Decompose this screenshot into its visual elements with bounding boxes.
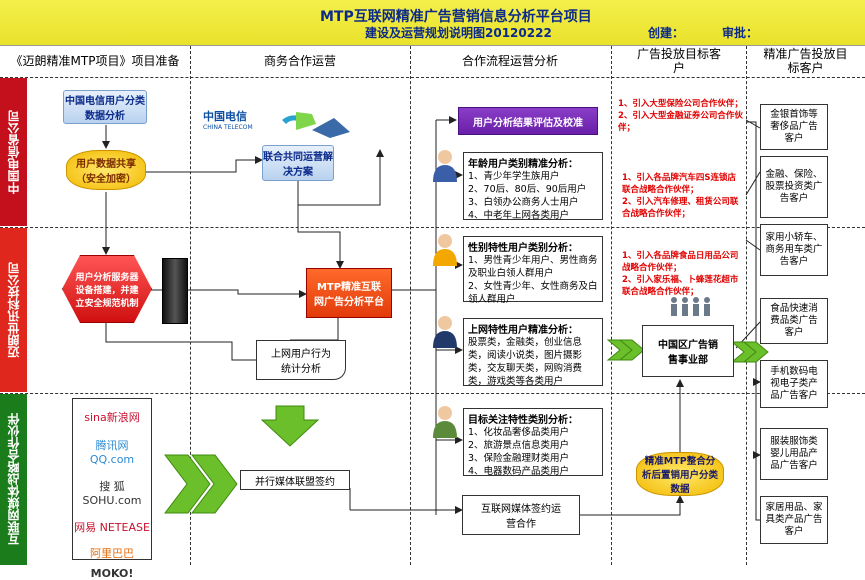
client-box: 服装服饰类婴儿用品产品广告客户 [760, 428, 828, 480]
diagram-title: MTP互联网精准广告营销信息分析平台项目 [320, 9, 592, 25]
chevron-small-4 [742, 341, 769, 363]
col-header-business: 商务合作运营 [263, 54, 336, 68]
telecom-logo-en: CHINA TELECOM [203, 124, 253, 131]
divider-col4 [746, 46, 747, 565]
client-box: 金融、保险、股票投资类广告客户 [760, 156, 828, 218]
created-label: 创建： [648, 26, 685, 40]
arrow-joint-to-platform [297, 180, 344, 269]
green-down-arrow [260, 405, 320, 447]
client-box: 手机数码电视电子类产品广告客户 [760, 360, 828, 408]
target-text: 2、引入家乐福、卜蜂莲花超市联合战略合作伙伴； [622, 275, 739, 297]
precise-mtp-box: 精准MTP整合分析后置销用户分类数据 [636, 452, 724, 496]
green-arrow-small [296, 112, 316, 130]
segment-interest-line: 4、电器数码产品类用户 [468, 466, 570, 477]
sohu-logo: 搜 狐 SOHU.com [82, 480, 142, 507]
segment-interest-line: 1、化妆品奢侈品类用户 [468, 427, 570, 438]
clients-spine [746, 121, 760, 521]
segment-gender-line: 2、女性青少年、女性商务及白领人群用户 [468, 281, 598, 305]
segment-age: 年龄用户类别精准分析： 1、青少年学生族用户 2、70后、80后、90后用户 3… [463, 152, 603, 221]
chevron-big-2 [190, 454, 238, 514]
region-dept-box: 中国区广告销售事业部 [642, 325, 734, 377]
china-telecom-logo: 中国电信 CHINA TELECOM [203, 108, 263, 138]
alibaba-logo: 阿里巴巴 [90, 547, 134, 560]
person-icon-2 [432, 232, 458, 270]
target-group-2: 1、引入各品牌汽车四S连锁店联合战略合作伙伴； 2、引入汽车修理、租赁公司联合战… [622, 172, 744, 220]
segment-age-line: 4、中老年上网各类用户 [468, 210, 570, 221]
moko-logo: MOKO! [90, 567, 134, 580]
divider-col2 [410, 46, 411, 565]
target-text: 1、引入各品牌汽车四S连锁店联合战略合作伙伴； [622, 173, 737, 195]
target-group-3: 1、引入各品牌食品日用品公司战略合作伙伴； 2、引入家乐福、卜蜂莲花超市联合战略… [622, 250, 744, 298]
data-sharing-box: 用户数据共享（安全加密） [66, 150, 146, 190]
target-text: 2、引入汽车修理、租赁公司联合战略合作伙伴； [622, 197, 739, 219]
arrow-contract-to-mtp [580, 495, 684, 516]
col-header-clients: 精准广告投放目标客户 [763, 47, 848, 75]
divider-col3 [611, 46, 612, 565]
netease-logo: 网易 NETEASE [74, 521, 150, 534]
segment-online-line: 股票类，金融类，创业信息类，阅读小说类，图片摄影类，交友聊天类，网购消费类，游戏… [468, 337, 583, 387]
segment-gender-line: 1、男性青少年用户、男性商务及职业白领人群用户 [468, 255, 598, 279]
divider-col1 [190, 46, 191, 565]
target-text: 1、引入大型保险公司合作伙伴； [618, 99, 743, 109]
divider-band1 [0, 227, 865, 228]
target-text: 2、引入大型金融证券公司合作伙伴； [618, 111, 743, 133]
sina-logo: sina新浪网 [84, 411, 140, 424]
arrow-server-to-platform [150, 289, 307, 298]
segment-online: 上网特性用户精准分析： 股票类，金融类，创业信息类，阅读小说类，图片摄影类，交友… [463, 318, 603, 387]
segment-age-line: 3、白领办公商务人士用户 [468, 197, 579, 208]
segment-age-title: 年龄用户类别精准分析： [468, 159, 578, 170]
user-data-analysis-box: 中国电信用户分类数据分析 [63, 90, 147, 124]
person-icon-3 [432, 314, 458, 352]
segment-gender-title: 性别特性用户类别分析： [468, 243, 578, 254]
divider-band2 [0, 393, 865, 394]
mtp-platform-box: MTP精准互联网广告分析平台 [306, 268, 392, 318]
approve-label: 审批： [722, 26, 759, 40]
behavior-stats-box: 上网用户行为统计分析 [256, 340, 346, 380]
target-group-1: 1、引入大型保险公司合作伙伴； 2、引入大型金融证券公司合作伙伴； [618, 98, 743, 134]
client-box: 金银首饰等奢侈品广告客户 [760, 104, 828, 150]
joint-ops-box: 联合共同运营解决方案 [262, 145, 334, 181]
server-icon [162, 258, 188, 324]
target-text: 1、引入各品牌食品日用品公司战略合作伙伴； [622, 251, 739, 273]
connector-layer [102, 112, 769, 521]
arrow-platform-to-stats [290, 318, 339, 341]
col-header-analysis: 合作流程运营分析 [461, 54, 558, 68]
client-box: 家用小轿车、商务用车类广告客户 [760, 224, 828, 276]
client-box: 家居用品、家具类产品广告客户 [760, 496, 828, 544]
segment-online-title: 上网特性用户精准分析： [468, 325, 578, 336]
segment-interest-line: 3、保险金融理财类用户 [468, 453, 570, 464]
client-box: 食品快速消费品类广告客户 [760, 298, 828, 344]
col-header-prep: 《迈朗精准MTP项目》项目准备 [10, 54, 180, 68]
person-icon-1 [432, 148, 458, 186]
chevron-small-2 [618, 339, 645, 361]
telecom-logo-cn: 中国电信 [203, 110, 247, 123]
media-contract-box: 互联网媒体签约运营合作 [462, 495, 580, 535]
server-setup-box: 用户分析服务器设备搭建，并建立安全规范机制 [62, 255, 152, 323]
title-bar [0, 0, 865, 46]
blue-mountain [312, 118, 350, 138]
segment-gender: 性别特性用户类别分析： 1、男性青少年用户、男性商务及职业白领人群用户 2、女性… [463, 236, 603, 305]
media-logos-panel: sina新浪网 腾讯网 QQ.com 搜 狐 SOHU.com 网易 NETEA… [72, 398, 152, 580]
segment-age-line: 1、青少年学生族用户 [468, 171, 560, 182]
result-eval-box: 用户分析结果评估及校准 [458, 107, 598, 135]
chevron-big-1 [163, 454, 211, 514]
col-header-targets: 广告投放目标客户 [636, 47, 721, 75]
arrow-sharing-to-joint [146, 156, 263, 173]
diagram-subtitle: 建设及运营规划说明图20120222 [365, 26, 552, 40]
segment-interest: 目标关注特性类别分析： 1、化妆品奢侈品类用户 2、旅游景点信息类用户 3、保险… [463, 408, 603, 477]
arrow-server-to-stats [105, 322, 256, 361]
segment-age-line: 2、70后、80后、90后用户 [468, 184, 587, 195]
media-alliance-box: 并行媒体联盟签约 [240, 470, 350, 490]
segment-interest-title: 目标关注特性类别分析： [468, 415, 578, 426]
person-icon-4 [432, 404, 458, 442]
divider-header [0, 77, 865, 78]
team-icon [668, 296, 714, 322]
qq-logo: 腾讯网 QQ.com [89, 439, 135, 466]
segment-interest-line: 2、旅游景点信息类用户 [468, 440, 570, 451]
